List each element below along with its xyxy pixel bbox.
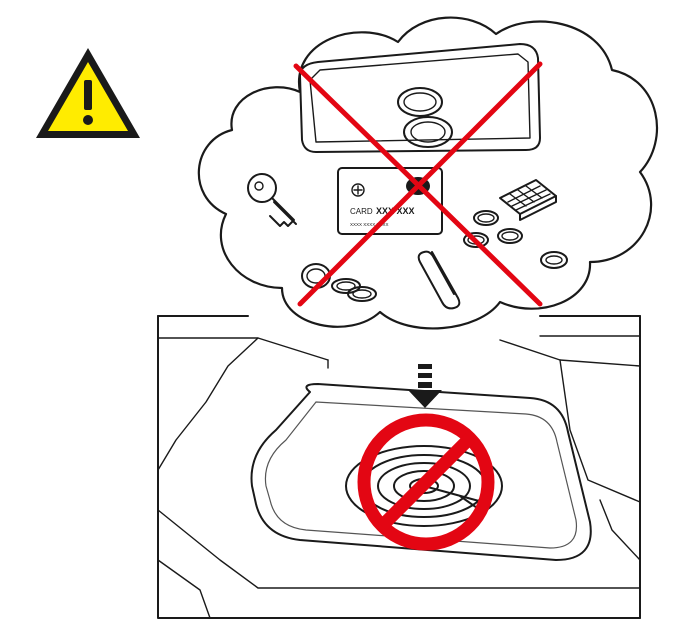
console-tray — [157, 315, 641, 619]
down-arrow-icon — [408, 364, 442, 408]
warning-triangle-icon — [36, 48, 140, 138]
key-icon — [247, 173, 297, 227]
rings-icon — [397, 87, 453, 148]
cross-out-mark — [293, 61, 543, 307]
paperclip-icon — [417, 250, 461, 310]
prohibition-icon — [357, 413, 495, 551]
card-small-print: XXXX XXXX XXXX — [350, 222, 389, 227]
memory-card-icon — [499, 179, 557, 221]
card-label: CARD — [350, 207, 373, 216]
rings-and-coins-icon — [301, 263, 377, 302]
